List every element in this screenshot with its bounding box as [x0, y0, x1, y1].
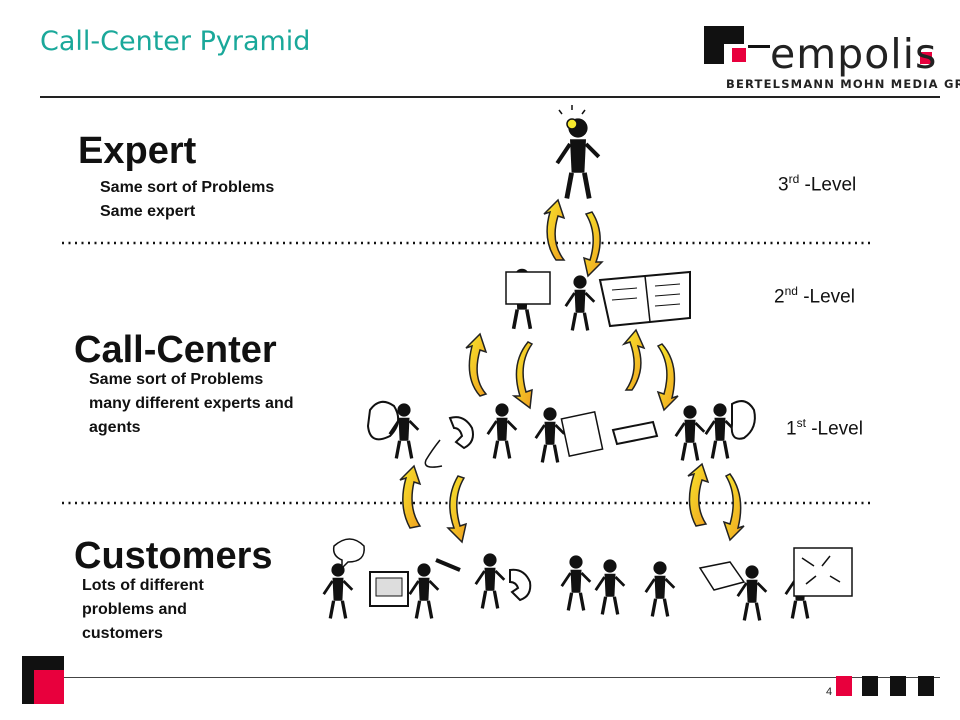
- empolis-logo: [704, 26, 932, 64]
- clipboard-icon: [560, 410, 604, 458]
- paper-pile-icon: [698, 561, 746, 591]
- logo-block-red: [732, 48, 746, 62]
- arrow-down-icon: [722, 473, 745, 542]
- call-center-heading: Call-Center: [74, 329, 277, 371]
- arrow-down-icon: [656, 343, 679, 412]
- phone-icon: [730, 400, 756, 440]
- header-rule: [40, 96, 940, 98]
- customers-heading: Customers: [74, 535, 273, 577]
- arrow-up-icon: [621, 328, 646, 391]
- handset-icon: [509, 568, 532, 602]
- logo-block-dark-top: [704, 26, 744, 44]
- question-bubble-icon: [332, 538, 365, 570]
- arrow-down-icon: [511, 341, 534, 410]
- customers-description: Lots of different problems and customers: [82, 574, 204, 646]
- arrow-up-icon: [543, 198, 566, 261]
- description-line: agents: [89, 419, 141, 436]
- idea-bulb-icon: [566, 118, 578, 130]
- description-line: problems and: [82, 601, 187, 618]
- page-number: 4: [826, 686, 833, 698]
- arrow-down-icon: [446, 475, 468, 544]
- scroll-icon: [505, 271, 551, 305]
- arrow-up-icon: [399, 464, 422, 529]
- handset-icon: [611, 420, 659, 446]
- brand-tagline: BERTELSMANN MOHN MEDIA GROUP: [726, 77, 960, 91]
- expert-heading: Expert: [78, 130, 197, 172]
- description-line: Same sort of Problems: [100, 179, 275, 196]
- arrow-up-icon: [465, 332, 488, 397]
- footer-logo-blocks: [22, 656, 934, 704]
- description-line: Lots of different: [82, 577, 204, 594]
- expert-description: Same sort of Problems Same expert: [100, 176, 274, 224]
- level-1-label: 1st -Level: [786, 416, 863, 440]
- phone-icon: [366, 400, 400, 441]
- second-level-figures: [504, 266, 691, 333]
- expert-figure: [557, 105, 599, 198]
- brand-name: empolis: [770, 30, 938, 78]
- call-center-figures: [366, 400, 756, 468]
- description-line: Same expert: [100, 203, 196, 220]
- arrow-down-icon: [582, 211, 604, 278]
- footer-rule: [40, 677, 940, 678]
- call-center-description: Same sort of Problems many different exp…: [89, 368, 294, 440]
- logo-block-red-right: [920, 52, 932, 64]
- logo-bar: [748, 45, 770, 48]
- slide-title: Call-Center Pyramid: [40, 26, 311, 57]
- chart-board-icon: [793, 547, 853, 597]
- description-line: many different experts and: [89, 395, 294, 412]
- hammer-icon: [435, 558, 461, 572]
- level-2-label: 2nd -Level: [774, 284, 855, 308]
- escalation-arrows: [399, 198, 745, 544]
- level-3-label: 3rd -Level: [778, 172, 857, 196]
- arrow-up-icon: [687, 462, 710, 527]
- handset-icon: [448, 416, 474, 450]
- description-line: Same sort of Problems: [89, 371, 264, 388]
- description-line: customers: [82, 625, 163, 642]
- customer-figures: [322, 538, 853, 623]
